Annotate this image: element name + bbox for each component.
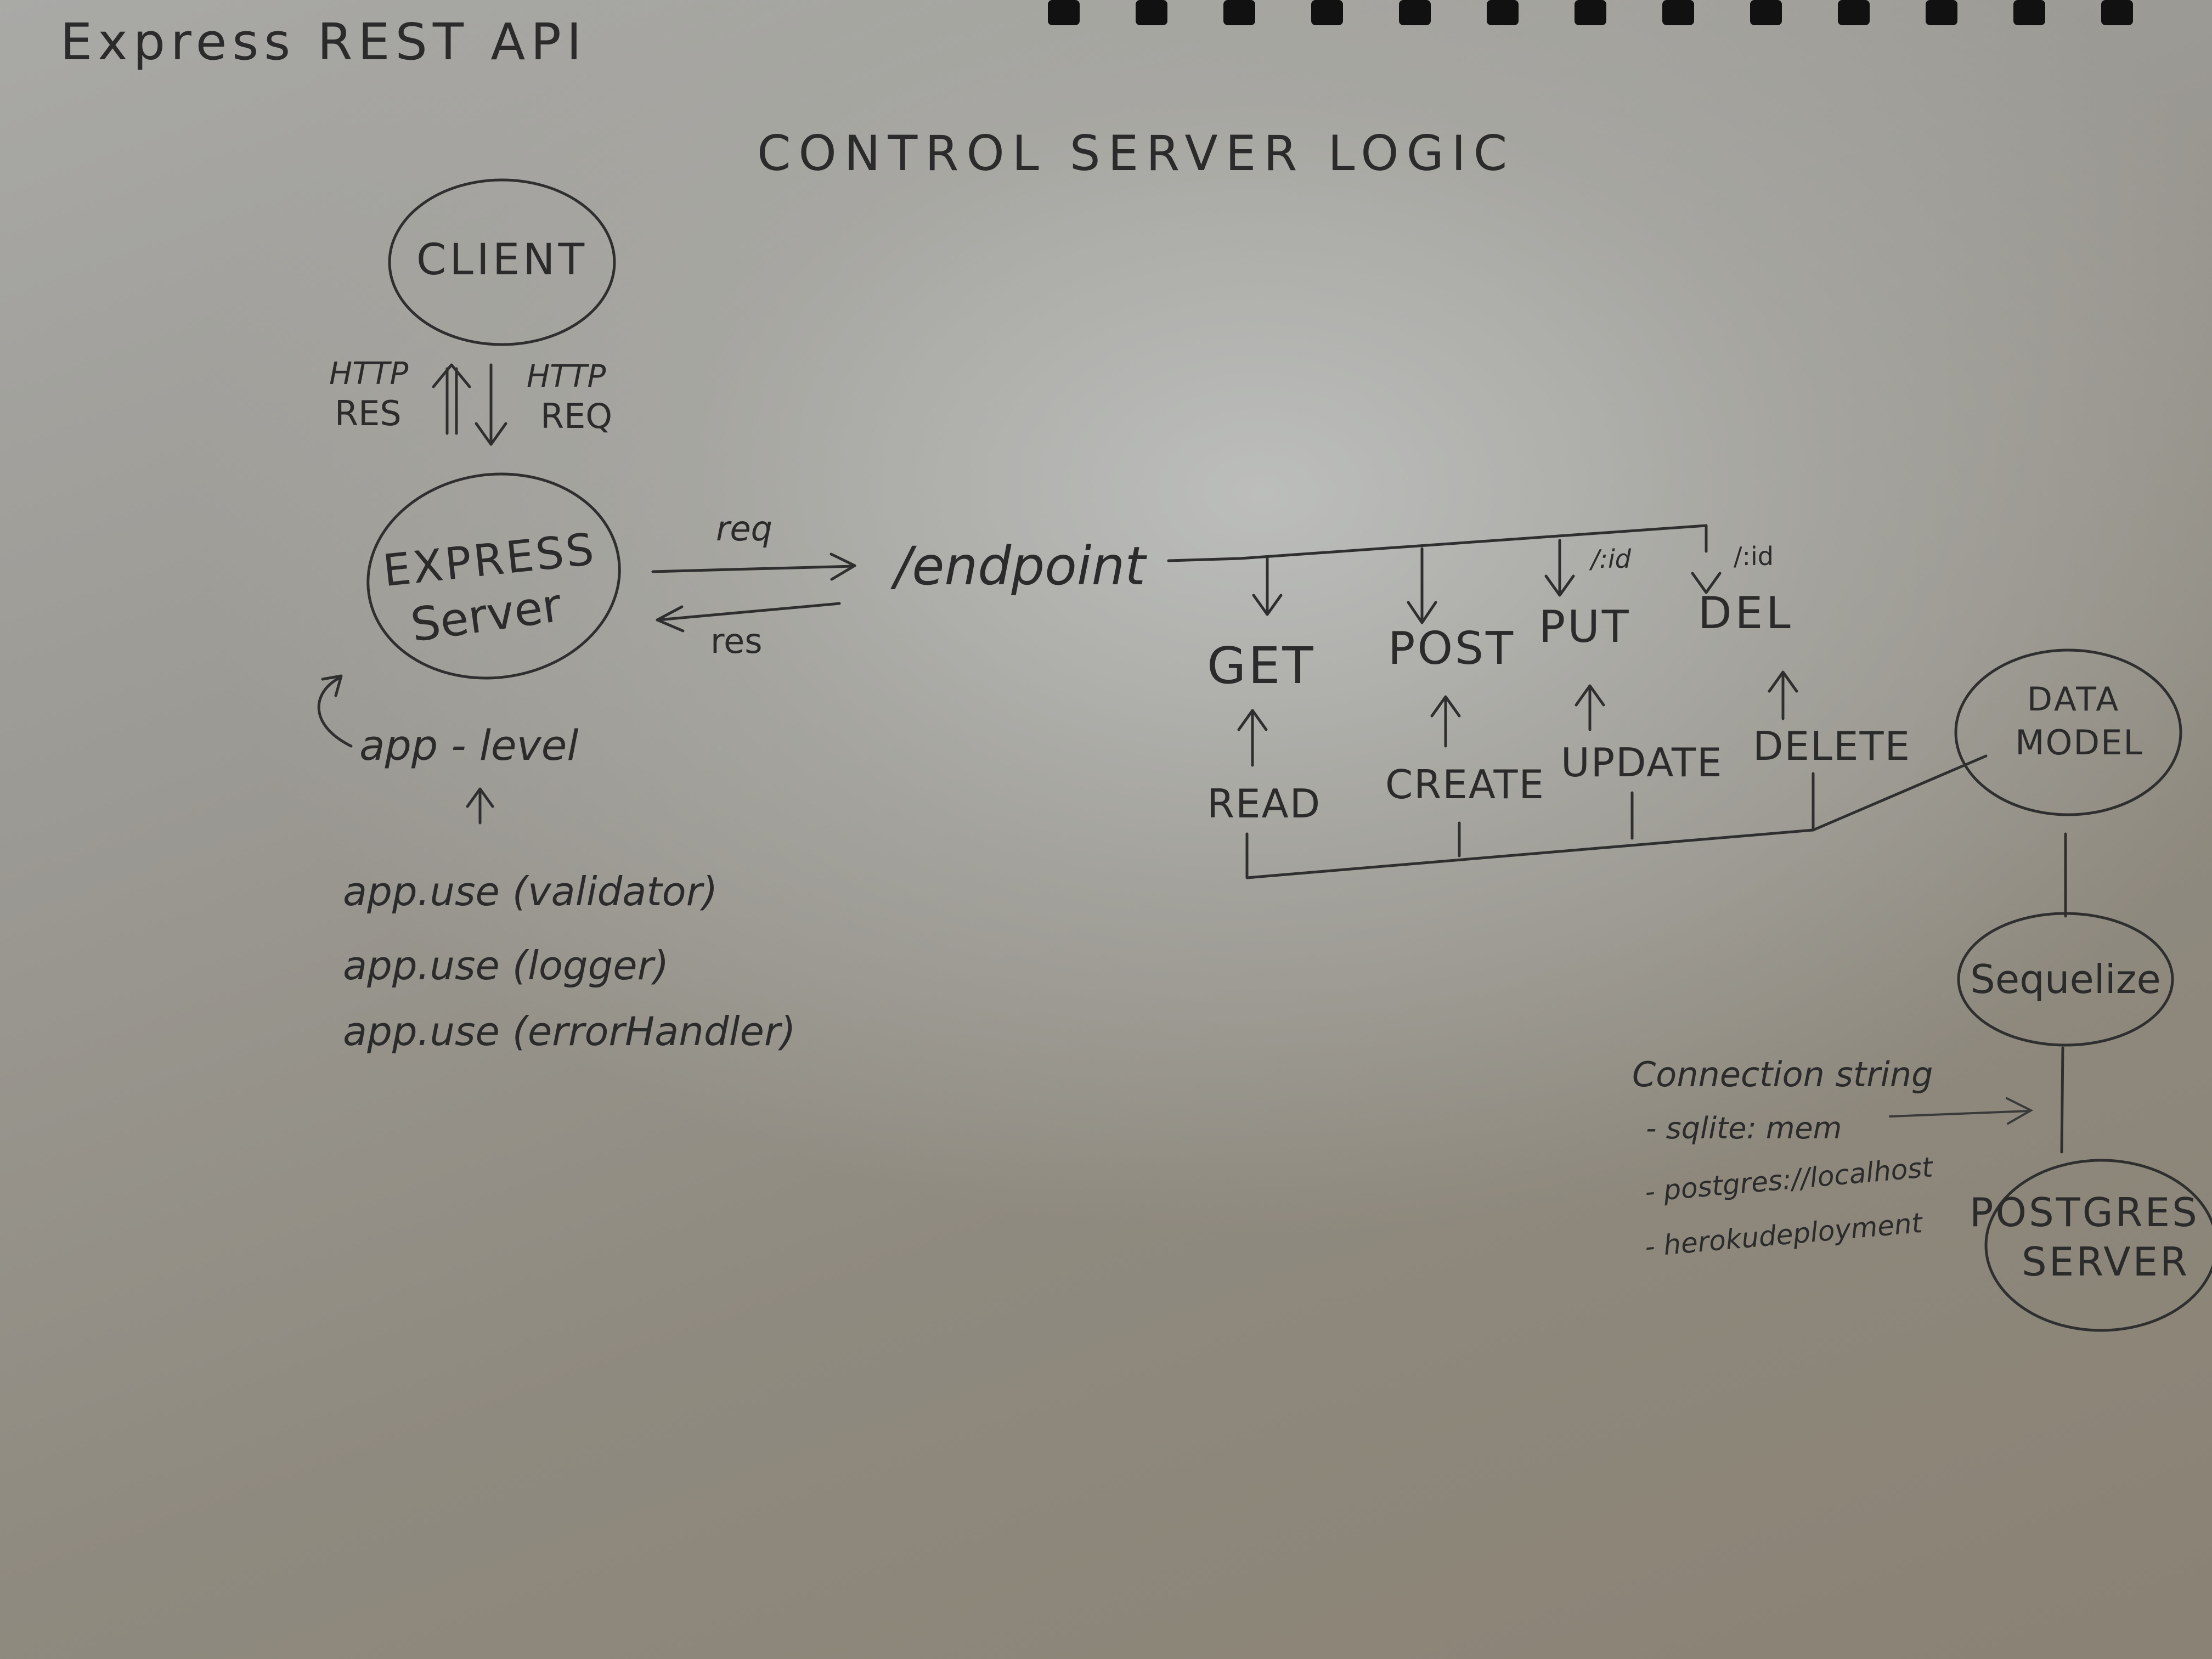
http-req-line1: HTTP <box>527 359 606 394</box>
del-id-label: /:id <box>1734 541 1774 571</box>
crud-up-arrows <box>1237 670 1798 767</box>
connection-heroku: - herokudeployment <box>1644 1207 1925 1263</box>
put-id-label: /:id <box>1589 544 1632 574</box>
http-arrows <box>432 363 507 446</box>
endpoint-label: /endpoint <box>890 535 1147 597</box>
sequelize-node: Sequelize <box>1957 912 2174 1047</box>
express-ellipse <box>366 472 621 680</box>
connection-arrow <box>1889 1097 2034 1125</box>
res-label: res <box>710 621 763 661</box>
app-level-arrow <box>317 674 353 748</box>
http-req-line2: REQ <box>540 396 612 436</box>
client-label: CLIENT <box>416 235 588 285</box>
postgres-server-node: POSTGRES SERVER <box>1970 1159 2212 1332</box>
client-ellipse <box>388 178 616 346</box>
middleware-validator: app.use (validator) <box>343 868 718 915</box>
connection-sqlite: - sqlite: mem <box>1646 1111 1842 1146</box>
method-get: GET <box>1207 636 1316 695</box>
express-server-node: EXPRESS Server <box>366 472 621 680</box>
connection-title: Connection string <box>1632 1054 1933 1094</box>
postgres-ellipse <box>1984 1159 2212 1332</box>
crud-create: CREATE <box>1385 761 1545 808</box>
middleware-logger: app.use (logger) <box>343 943 669 989</box>
crud-update: UPDATE <box>1561 740 1723 786</box>
sequelize-postgres-link <box>2060 1046 2064 1154</box>
endpoint-branches <box>1167 524 1722 624</box>
middleware-up-arrow <box>466 787 494 825</box>
page-title: Express REST API <box>60 13 587 71</box>
diagram-heading: CONTROL SERVER LOGIC <box>757 125 1515 182</box>
postgres-line2: SERVER <box>2022 1239 2190 1285</box>
postgres-line1: POSTGRES <box>1970 1189 2199 1235</box>
sequelize-ellipse <box>1957 912 2174 1047</box>
crud-read: READ <box>1207 781 1321 827</box>
http-res-line2: RES <box>335 393 402 433</box>
data-model-line2: MODEL <box>2015 723 2143 763</box>
express-label-line1: EXPRESS <box>381 523 599 596</box>
method-del: DEL <box>1698 588 1794 639</box>
data-model-ellipse <box>1954 648 2182 816</box>
http-res-line1: HTTP <box>329 356 409 392</box>
data-model-node: DATA MODEL <box>1954 648 2182 816</box>
req-label: req <box>716 509 772 549</box>
crud-delete: DELETE <box>1753 723 1911 769</box>
method-put: PUT <box>1539 601 1631 652</box>
sequelize-label: Sequelize <box>1970 956 2161 1002</box>
app-level-label: app - level <box>359 721 579 770</box>
middleware-error-handler: app.use (errorHandler) <box>343 1008 796 1054</box>
data-model-line1: DATA <box>2027 680 2121 719</box>
method-post: POST <box>1388 623 1515 675</box>
connection-postgres: - postgres://localhost <box>1644 1151 1935 1208</box>
spiral-binding <box>1048 0 2133 25</box>
req-res-arrows <box>651 552 856 633</box>
client-node: CLIENT <box>388 178 616 346</box>
crud-data-bracket <box>1245 754 1988 879</box>
